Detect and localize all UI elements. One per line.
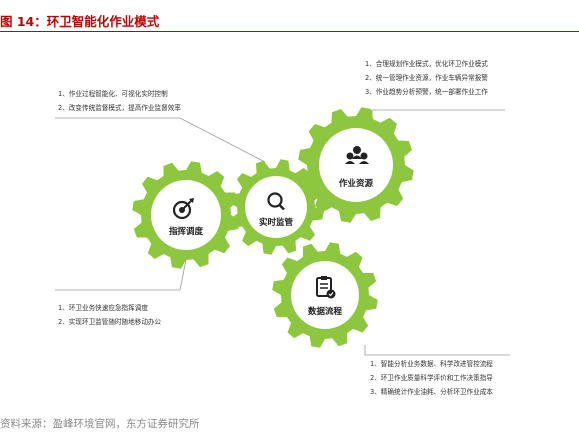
connector-4	[364, 345, 510, 356]
gear-label-data-flow: 数据流程	[308, 306, 343, 317]
note-supervision: 1、作业过程智能化、可视化实时控制 2、改变传统监督模式，提高作业监督效率	[58, 89, 181, 112]
note-data-flow: 1、智能分析业务数据、科学改进管控流程 2、环卫作业质量科学评价和工作决策指导 …	[370, 359, 493, 396]
title-divider	[0, 31, 579, 32]
gear-dispatch: 指挥调度	[132, 161, 240, 269]
note-dispatch: 1、环卫业务快速应急指挥调度 2、实现环卫监管随时随地移动办公	[58, 303, 162, 326]
connector-1	[55, 117, 266, 163]
note-line: 1、环卫业务快速应急指挥调度	[58, 303, 148, 312]
gear-label-resources: 作业资源	[339, 178, 374, 189]
note-line: 1、作业过程智能化、可视化实时控制	[58, 89, 168, 98]
note-line: 2、改变传统监督模式，提高作业监督效率	[58, 103, 181, 112]
target-icon	[172, 198, 194, 220]
gear-label-supervision: 实时监管	[259, 217, 294, 228]
people-icon	[345, 146, 369, 164]
note-line: 1、合理规划作业模式，优化环卫作业模式	[365, 59, 488, 68]
gear-resources: 作业资源	[298, 107, 414, 223]
figure-title: 图 14：环卫智能化作业模式	[0, 14, 160, 29]
magnifier-icon	[267, 192, 285, 211]
note-line: 1、智能分析业务数据、科学改进管控流程	[370, 359, 493, 368]
gear-data-flow: 数据流程	[272, 242, 378, 348]
checklist-icon	[316, 276, 336, 299]
note-line: 3、精确统计作业油耗、分析环卫作业成本	[370, 387, 493, 396]
note-resources: 1、合理规划作业模式，优化环卫作业模式 2、统一管理作业资源，作业车辆异常报警 …	[365, 59, 488, 96]
gear-supervision: 实时监管	[228, 159, 324, 255]
note-line: 3、作业趋势分析预警，统一部署作业工作	[365, 87, 488, 96]
note-line: 2、统一管理作业资源，作业车辆异常报警	[365, 73, 488, 82]
note-line: 2、实现环卫监管随时随地移动办公	[58, 317, 162, 326]
source-note: 资料来源：盈峰环境官网，东方证券研究所	[0, 418, 200, 430]
note-line: 2、环卫作业质量科学评价和工作决策指导	[370, 373, 493, 382]
gear-label-dispatch: 指挥调度	[169, 226, 204, 237]
